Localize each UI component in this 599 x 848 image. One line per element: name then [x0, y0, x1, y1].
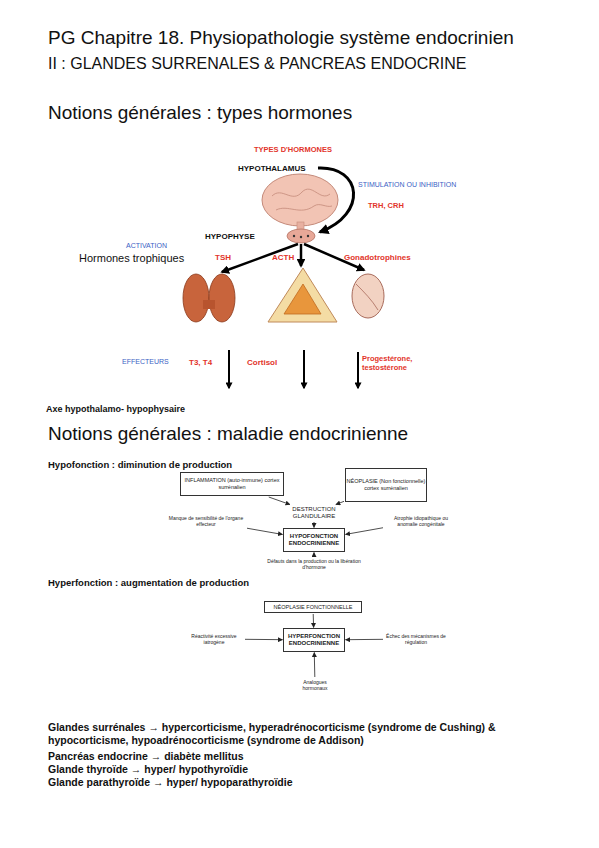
adrenal-medulla	[284, 284, 321, 314]
node-text: Réactivité excessive iatrogène	[184, 633, 244, 645]
text-node: DESTRUCTION GLANDULAIRE	[290, 505, 338, 521]
connector-arrow	[346, 639, 384, 640]
arrow	[228, 350, 230, 388]
thyroid-lobe	[183, 274, 209, 322]
thyroid-isthmus	[203, 300, 215, 309]
section-heading: Notions générales : types hormones	[48, 102, 588, 125]
node-text: INFLAMMATION (auto-immune) cortex surrén…	[181, 477, 283, 490]
subheading: Hyperfonction : augmentation de producti…	[48, 577, 448, 588]
page-title: PG Chapitre 18. Physiopathologie système…	[48, 27, 588, 50]
gonad	[352, 274, 384, 318]
node-text: Atrophie idiopathique ou anomalie congén…	[384, 515, 458, 527]
process-box: HYPERFONCTION ENDOCRINIENNE	[283, 628, 345, 652]
dot	[300, 236, 302, 238]
arrow	[303, 350, 305, 388]
dot	[307, 235, 309, 237]
connector-arrow	[247, 528, 283, 534]
organ-label: HYPOPHYSE	[205, 232, 265, 242]
process-box: NÉOPLASIE FONCTIONNELLE	[264, 601, 362, 613]
adrenal-gland	[268, 268, 337, 322]
process-box: INFLAMMATION (auto-immune) cortex surrén…	[180, 472, 284, 496]
node-text: Analogues hormonaux	[292, 679, 338, 691]
text-node: Analogues hormonaux	[292, 678, 338, 692]
arrow	[357, 352, 359, 388]
brain-fold	[276, 205, 332, 211]
summary-line: Glande parathyroïde → hyper/ hypoparathy…	[48, 776, 560, 789]
summary-line: Glandes surrénales → hypercorticisme, hy…	[48, 721, 560, 747]
node-text: Défauts dans la production ou la libérat…	[266, 558, 362, 570]
summary-line: Pancréas endocrine → diabète mellitus	[48, 750, 560, 763]
organ-label: HYPOTHALAMUS	[238, 164, 318, 174]
connector-arrow	[314, 553, 315, 557]
hormone-label: TRH, CRH	[368, 201, 428, 210]
hormone-label: Gonadotrophines	[344, 253, 434, 263]
process-box: HYPOFONCTION ENDOCRINIENNE	[283, 528, 345, 552]
connector-arrow	[314, 522, 315, 528]
summary-line: Glande thyroïde → hyper/ hypothyroïdie	[48, 763, 560, 776]
feedback-arrow	[318, 168, 354, 232]
text-node: Défauts dans la production ou la libérat…	[266, 557, 362, 571]
node-text: NÉOPLASIE (Non fonctionnelle) cortex sur…	[346, 478, 426, 491]
connector-arrow	[269, 497, 290, 505]
section-heading: Notions générales : maladie endocrinienn…	[48, 423, 588, 446]
text-node: Manque de sensibilité de l'organe effect…	[166, 514, 246, 528]
hormone-label: ACTH	[272, 253, 312, 263]
hormone-label: T3, T4	[189, 358, 229, 368]
connector-arrow	[245, 639, 283, 640]
arrow	[300, 244, 303, 266]
node-text: HYPERFONCTION ENDOCRINIENNE	[284, 633, 344, 647]
node-text: Échec des mécanismes de régulation	[384, 633, 448, 645]
text-node: Réactivité excessive iatrogène	[184, 632, 244, 646]
hypothalamus-shape	[262, 174, 338, 226]
brain-fold	[272, 189, 330, 196]
text-node: Atrophie idiopathique ou anomalie congén…	[384, 514, 458, 528]
figure-caption: Axe hypothalamo- hypophysaire	[46, 404, 296, 415]
node-text: DESTRUCTION GLANDULAIRE	[290, 506, 338, 520]
connector-arrow	[313, 614, 314, 628]
thyroid-lobe	[209, 274, 235, 322]
node-text: NÉOPLASIE FONCTIONNELLE	[274, 604, 353, 611]
dot	[293, 235, 295, 237]
diagram-title: TYPES D'HORMONES	[254, 145, 364, 154]
gonad-detail	[356, 284, 378, 310]
hormone-label: Cortisol	[247, 358, 297, 368]
subtitle: II : GLANDES SURRENALES & PANCREAS ENDOC…	[48, 54, 588, 73]
process-box: NÉOPLASIE (Non fonctionnelle) cortex sur…	[345, 468, 427, 502]
connector-arrow	[346, 528, 384, 535]
hormone-label: TSH	[215, 253, 245, 263]
text-node: Échec des mécanismes de régulation	[384, 632, 448, 646]
annotation: Hormones trophiques	[79, 252, 199, 265]
annotation: ACTIVATION	[126, 242, 186, 250]
node-text: HYPOFONCTION ENDOCRINIENNE	[284, 533, 344, 547]
pituitary-gland	[287, 229, 315, 243]
connector-arrow	[314, 653, 316, 678]
annotation: EFFECTEURS	[122, 358, 192, 366]
annotation: STIMULATION OU INHIBITION	[358, 181, 488, 189]
connector-arrow	[336, 501, 344, 504]
node-text: Manque de sensibilité de l'organe effect…	[166, 515, 246, 527]
hormone-label: Progestérone, testostérone	[362, 354, 424, 373]
